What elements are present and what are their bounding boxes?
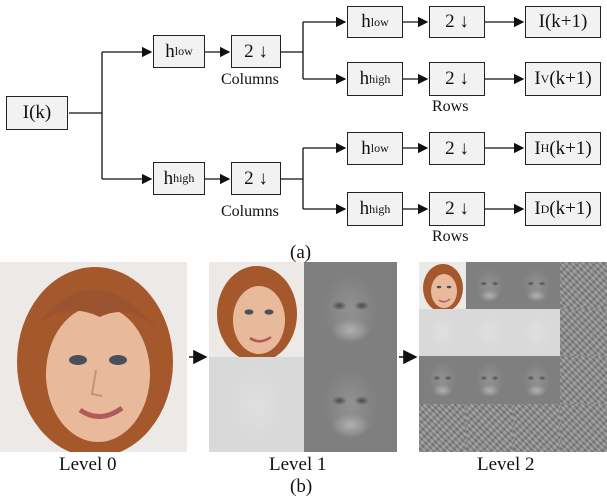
filter-h: h xyxy=(163,167,174,189)
level1-diagonal-detail-image xyxy=(304,357,397,452)
branch-high-caption: Columns xyxy=(221,203,279,220)
level2-label: Level 2 xyxy=(477,454,535,475)
level2-tile xyxy=(560,356,607,404)
level2-tile xyxy=(419,356,466,404)
filter-sub: high xyxy=(369,201,391,216)
filter-h: h xyxy=(361,11,371,32)
downsample-label: 2 ↓ xyxy=(445,11,469,32)
level2-tile xyxy=(513,309,560,356)
output-post: (k+1) xyxy=(549,198,592,219)
filter-h: h xyxy=(361,137,371,159)
caption-a: (a) xyxy=(290,242,312,263)
row-high-low-downsample-box: 2 ↓ xyxy=(429,132,485,165)
diagram-connectors xyxy=(69,16,525,215)
filter-sub: low xyxy=(370,14,389,29)
output-label: I(k+1) xyxy=(538,11,588,32)
filter-h: h xyxy=(165,40,175,62)
level1-vertical-detail-image xyxy=(304,262,397,357)
face-illustration-tiny xyxy=(419,262,466,309)
input-box: I(k) xyxy=(6,96,68,130)
level2-tile xyxy=(466,309,513,356)
branch-low-caption: Columns xyxy=(221,71,279,88)
face-illustration-small xyxy=(209,262,304,357)
level0-face-image xyxy=(0,262,187,452)
filter-sub: high xyxy=(369,71,391,86)
downsample-label: 2 ↓ xyxy=(445,68,469,89)
face-illustration xyxy=(0,262,187,452)
output-label: I xyxy=(534,68,541,89)
caption-b: (b) xyxy=(290,476,313,497)
level2-approx-image xyxy=(419,262,466,309)
input-label: I(k) xyxy=(22,102,52,123)
level2-tile xyxy=(560,309,607,356)
filter-sub: low xyxy=(174,44,193,58)
branch-high-downsample-box: 2 ↓ xyxy=(231,162,281,195)
level0-label: Level 0 xyxy=(59,454,117,475)
output-label: I xyxy=(534,198,541,219)
output-sub: D xyxy=(540,201,550,216)
level2-tile xyxy=(419,309,466,356)
filter-h: h xyxy=(359,198,370,219)
downsample-label: 2 ↓ xyxy=(445,198,469,219)
row-low-low-downsample-box: 2 ↓ xyxy=(429,6,485,38)
level2-tile xyxy=(560,262,607,309)
filter-h: h xyxy=(359,68,370,89)
level2-tile xyxy=(513,356,560,404)
output-label: I xyxy=(534,137,541,159)
output-post: (k+1) xyxy=(549,68,592,89)
rows-caption-top: Rows xyxy=(432,98,469,115)
level2-tile xyxy=(513,262,560,309)
row-high-high-downsample-box: 2 ↓ xyxy=(429,192,485,226)
level1-approx-image xyxy=(209,262,304,357)
level2-tile xyxy=(419,404,466,452)
level2-tile xyxy=(560,404,607,452)
level2-tile xyxy=(466,356,513,404)
output-sub: V xyxy=(540,71,550,86)
row-low-high-downsample-box: 2 ↓ xyxy=(429,62,485,96)
level2-tile xyxy=(513,404,560,452)
level1-horizontal-detail-image xyxy=(209,357,304,452)
level2-tile xyxy=(466,404,513,452)
filter-sub: high xyxy=(173,171,195,185)
branch-low-downsample-box: 2 ↓ xyxy=(231,35,281,68)
rows-caption-bottom: Rows xyxy=(432,228,469,245)
level1-label: Level 1 xyxy=(269,454,327,475)
level2-tile xyxy=(466,262,513,309)
output-post: (k+1) xyxy=(549,137,592,159)
filter-sub: low xyxy=(370,141,389,155)
downsample-label: 2 ↓ xyxy=(244,167,268,189)
output-sub: H xyxy=(540,141,550,155)
downsample-label: 2 ↓ xyxy=(445,137,469,159)
output-approx-box: I(k+1) xyxy=(525,6,601,38)
downsample-label: 2 ↓ xyxy=(244,40,268,62)
level2-grid xyxy=(419,262,607,452)
